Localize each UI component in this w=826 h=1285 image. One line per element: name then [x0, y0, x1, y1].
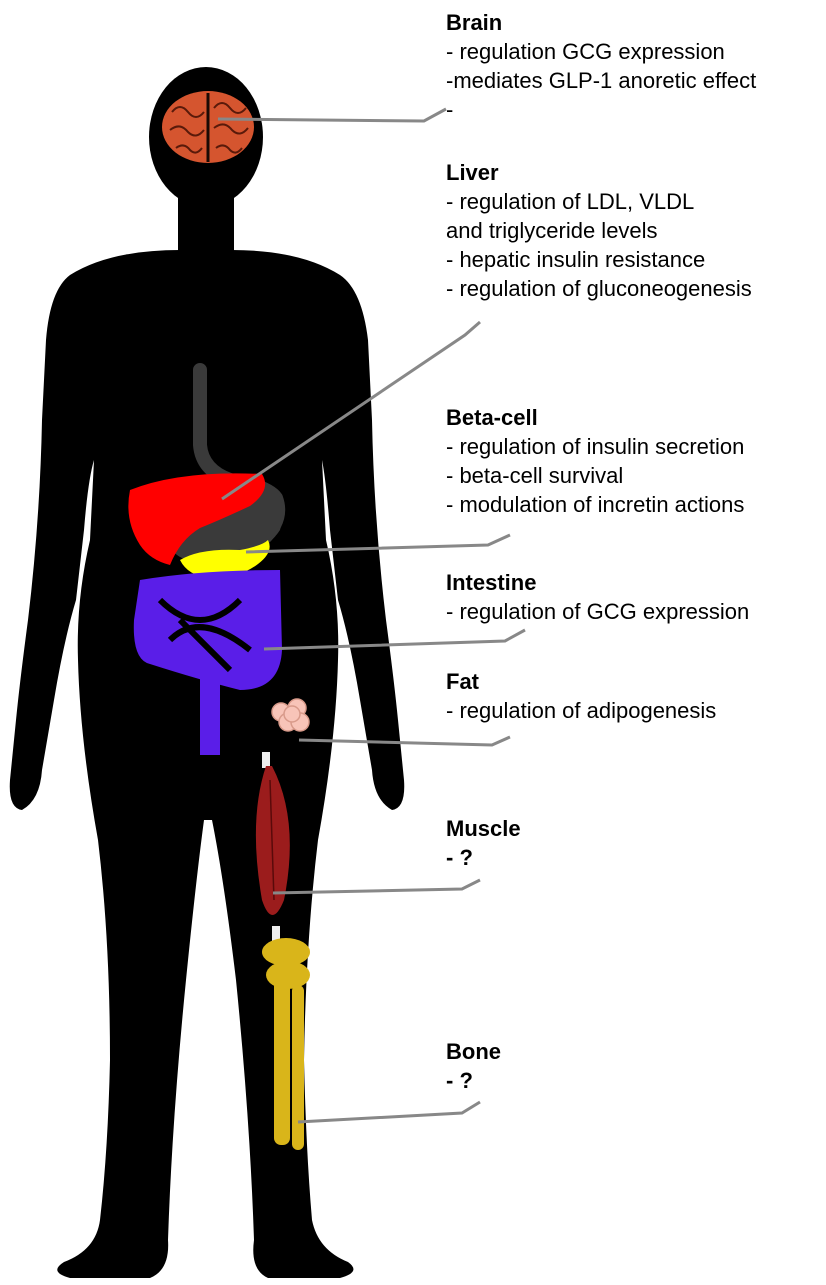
muscle-title: Muscle [446, 814, 521, 843]
liver-label: Liver - regulation of LDL, VLDL and trig… [446, 158, 752, 303]
bone-line-1: - ? [446, 1066, 501, 1095]
beta-cell-line-1: - regulation of insulin secretion [446, 432, 744, 461]
fat-title: Fat [446, 667, 716, 696]
bone-leader-line [298, 1102, 480, 1122]
brain-line-2: -mediates GLP-1 anoretic effect [446, 66, 756, 95]
brain-line-3: - [446, 95, 756, 124]
liver-line-2: and triglyceride levels [446, 216, 752, 245]
beta-cell-title: Beta-cell [446, 403, 744, 432]
brain-title: Brain [446, 8, 756, 37]
muscle-label: Muscle - ? [446, 814, 521, 872]
beta-cell-line-3: - modulation of incretin actions [446, 490, 744, 519]
liver-line-1: - regulation of LDL, VLDL [446, 187, 752, 216]
intestine-label: Intestine - regulation of GCG expression [446, 568, 749, 626]
beta-cell-line-2: - beta-cell survival [446, 461, 744, 490]
fat-label: Fat - regulation of adipogenesis [446, 667, 716, 725]
brain-label: Brain - regulation GCG expression -media… [446, 8, 756, 124]
bone-title: Bone [446, 1037, 501, 1066]
beta-cell-label: Beta-cell - regulation of insulin secret… [446, 403, 744, 519]
liver-title: Liver [446, 158, 752, 187]
brain-line-1: - regulation GCG expression [446, 37, 756, 66]
liver-line-4: - regulation of gluconeogenesis [446, 274, 752, 303]
intestine-title: Intestine [446, 568, 749, 597]
liver-line-3: - hepatic insulin resistance [446, 245, 752, 274]
muscle-line-1: - ? [446, 843, 521, 872]
fat-line-1: - regulation of adipogenesis [446, 696, 716, 725]
brain-organ [162, 91, 254, 163]
intestine-line-1: - regulation of GCG expression [446, 597, 749, 626]
bone-label: Bone - ? [446, 1037, 501, 1095]
